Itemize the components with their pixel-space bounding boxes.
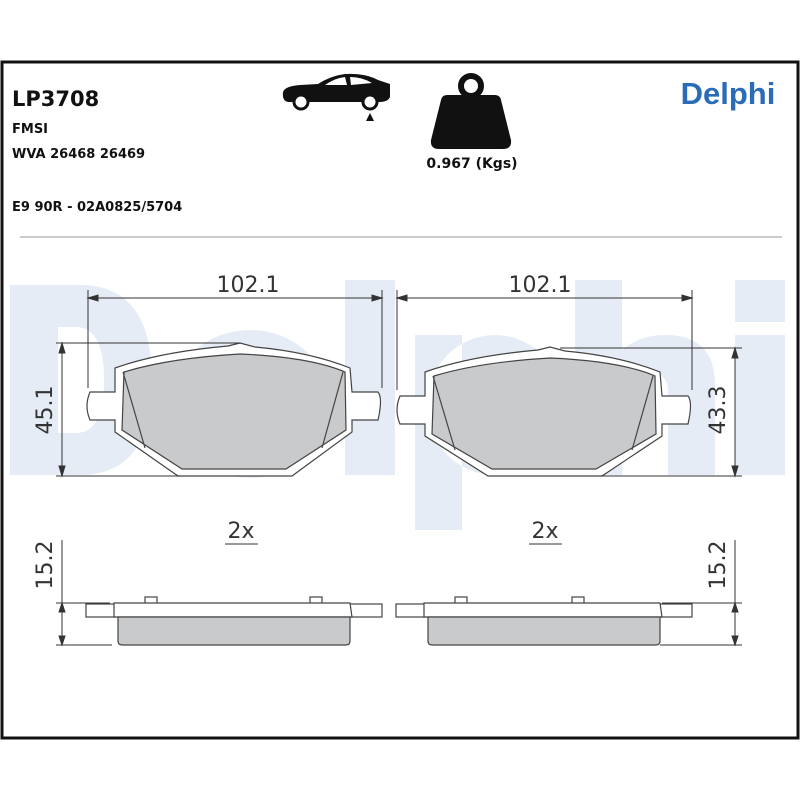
weight-value: 0.967 (Kgs)	[426, 156, 517, 172]
right-pad-quantity: 2x	[531, 519, 558, 544]
left-pad-thickness: 15.2	[33, 541, 58, 590]
brand-logo: Delphi	[681, 76, 776, 111]
approval-number: E9 90R - 02A0825/5704	[12, 200, 182, 215]
right-pad-thickness: 15.2	[706, 541, 731, 590]
right-pad-front-view	[396, 346, 692, 477]
part-number: LP3708	[12, 87, 99, 111]
left-pad-dimensions	[56, 290, 384, 478]
left-pad-front-view	[86, 342, 382, 477]
right-pad-side-view	[395, 596, 693, 646]
weight-icon	[430, 73, 512, 149]
car-rear-axle-icon	[282, 73, 390, 121]
left-pad-side-view	[85, 596, 383, 646]
right-pad-thickness-dimension	[660, 540, 742, 647]
right-pad-width: 102.1	[509, 273, 572, 298]
right-pad-dimensions	[395, 290, 742, 478]
left-pad-width: 102.1	[217, 273, 280, 298]
fmsi-label: FMSI	[12, 122, 48, 137]
wva-numbers: WVA 26468 26469	[12, 147, 145, 162]
left-pad-quantity: 2x	[227, 519, 254, 544]
right-pad-height: 43.3	[706, 386, 731, 435]
left-pad-thickness-dimension	[56, 540, 112, 647]
left-pad-height: 45.1	[33, 386, 58, 435]
